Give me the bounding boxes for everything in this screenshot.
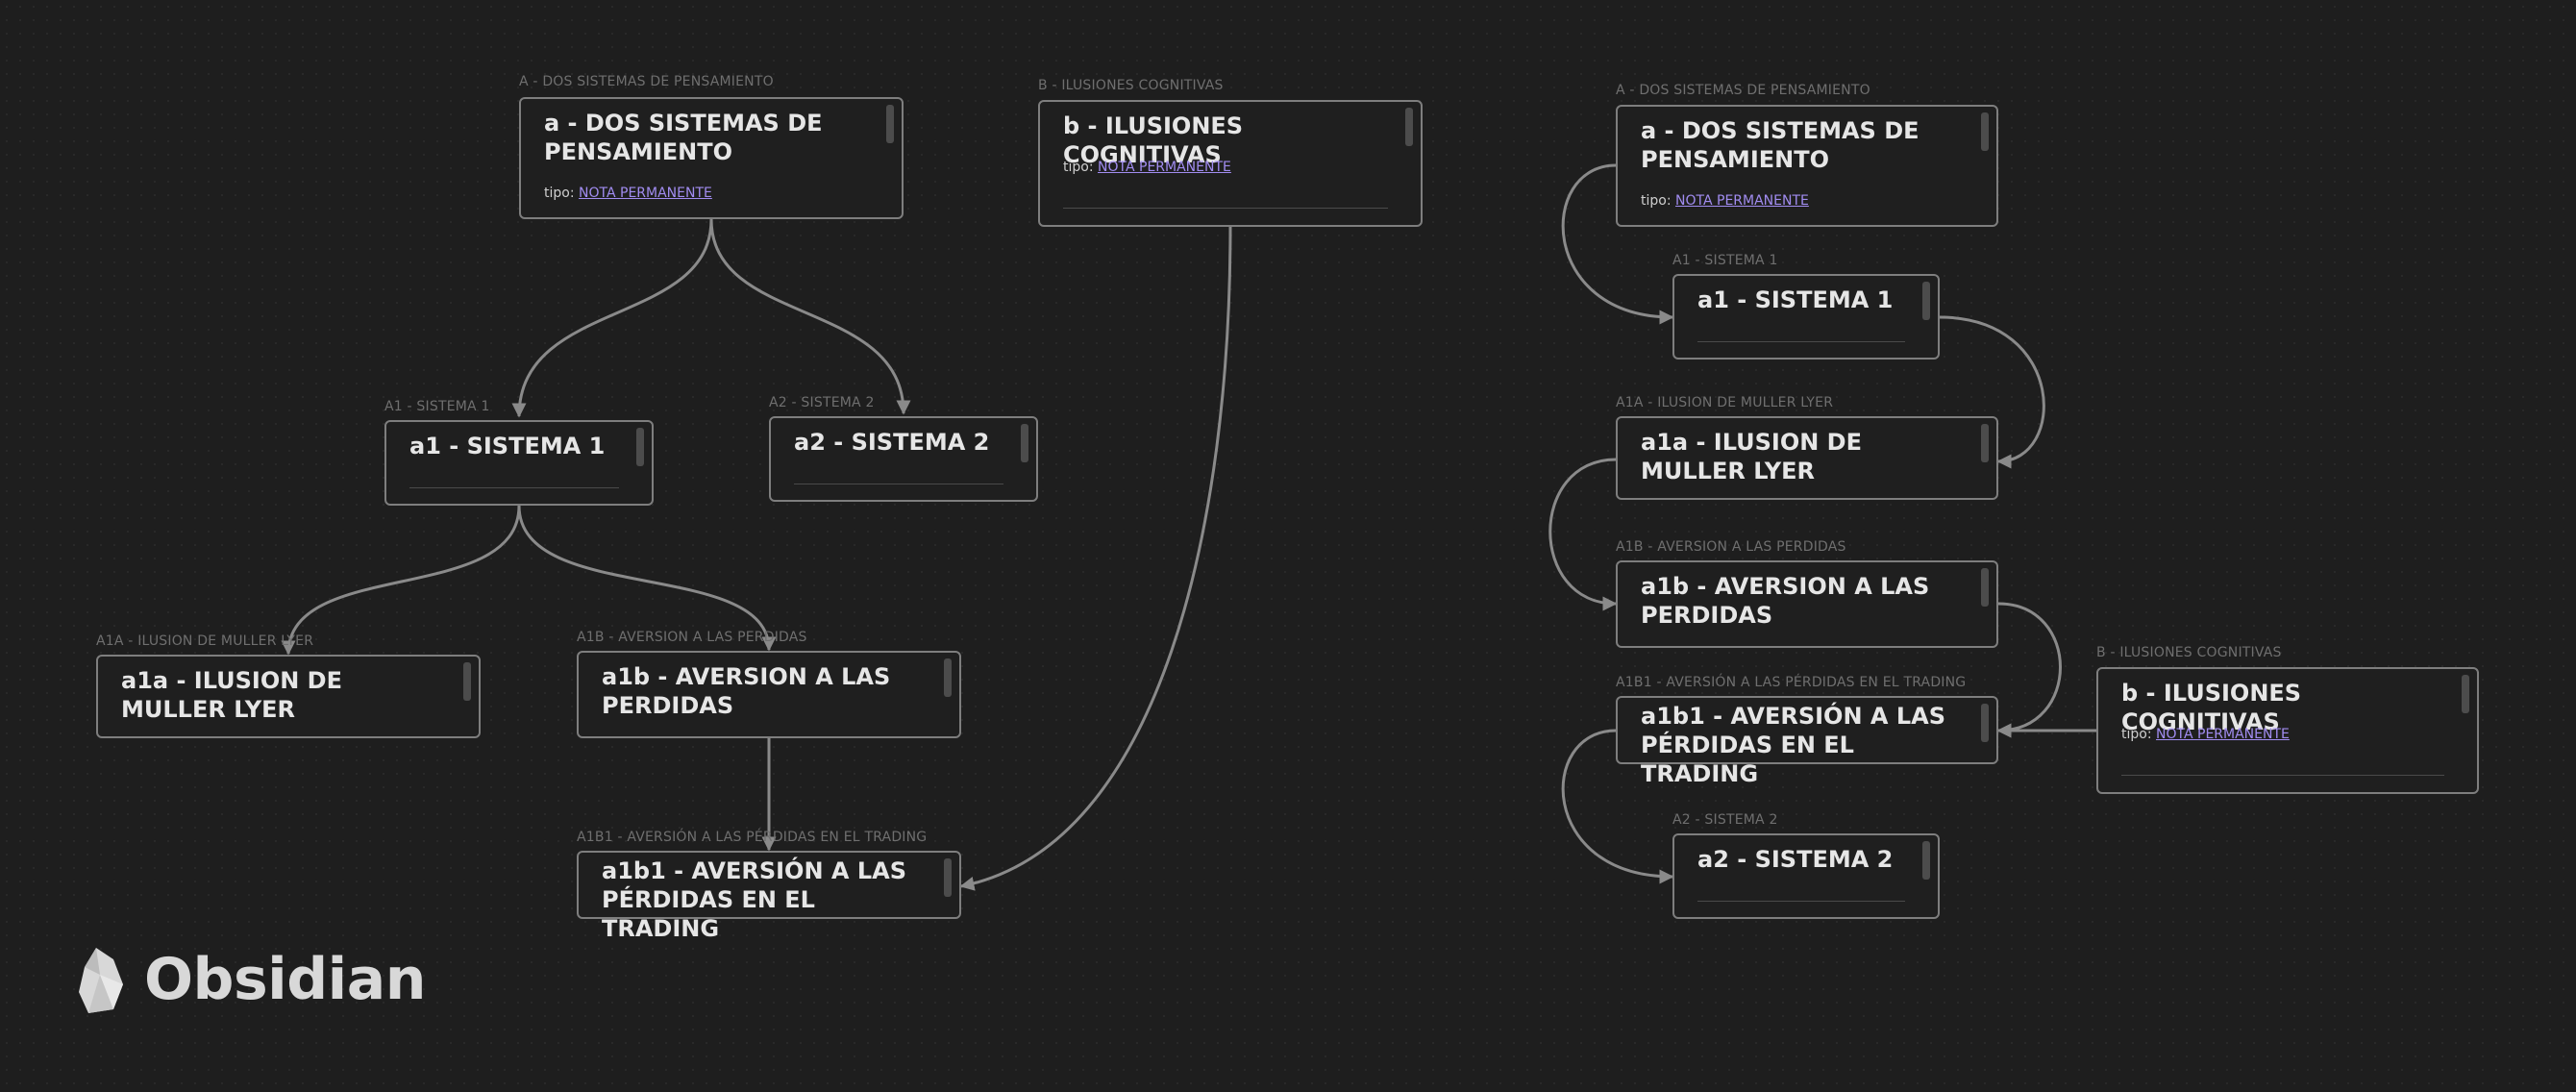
note-title: b - ILUSIONES COGNITIVAS: [2121, 680, 2302, 735]
node-header: a1b1 - AVERSIÓN A LAS PÉRDIDAS EN EL TRA…: [1616, 675, 1967, 690]
note-title: a1a - ILUSION DE MULLER LYER: [121, 667, 342, 723]
edge-a-to-a2[interactable]: [709, 218, 911, 415]
note-card-a1[interactable]: a1 - SISTEMA 1: [384, 420, 654, 506]
note-title: a1a - ILUSION DE MULLER LYER: [1641, 429, 1862, 484]
scrollbar[interactable]: [1922, 841, 1930, 880]
note-title: a1 - SISTEMA 1: [1697, 286, 1894, 313]
note-card-a1[interactable]: a1 - SISTEMA 1: [1672, 274, 1940, 360]
property-key: tipo:: [1641, 193, 1672, 209]
property-key: tipo:: [544, 186, 575, 201]
note-title: a2 - SISTEMA 2: [1697, 846, 1894, 873]
scrollbar[interactable]: [886, 105, 894, 143]
note-title: a2 - SISTEMA 2: [794, 429, 990, 456]
note-card-a1a[interactable]: a1a - ILUSION DE MULLER LYER: [1616, 416, 1998, 500]
scrollbar[interactable]: [1981, 112, 1989, 151]
edge-a1-to-a1a[interactable]: [281, 505, 521, 656]
note-card-a2[interactable]: a2 - SISTEMA 2: [769, 416, 1038, 502]
divider: [409, 487, 619, 488]
scrollbar[interactable]: [636, 428, 644, 466]
note-property: tipo: NOTA PERMANENTE: [1063, 160, 1231, 175]
scrollbar[interactable]: [1981, 568, 1989, 607]
scrollbar[interactable]: [1981, 424, 1989, 462]
note-property: tipo: NOTA PERMANENTE: [1641, 193, 1809, 209]
edge-b-to-a1b1[interactable]: [959, 226, 1232, 891]
divider: [2121, 775, 2444, 776]
node-header: a1b1 - AVERSIÓN A LAS PÉRDIDAS EN EL TRA…: [577, 830, 928, 845]
note-card-b[interactable]: b - ILUSIONES COGNITIVAS tipo: NOTA PERM…: [2096, 667, 2479, 794]
node-header: a - DOS SISTEMAS DE PENSAMIENTO: [519, 74, 774, 89]
edge-r-a1b1-to-a2[interactable]: [1561, 729, 1674, 884]
edge-r-a1-to-a1a[interactable]: [1939, 315, 2045, 469]
note-card-a1a[interactable]: a1a - ILUSION DE MULLER LYER: [96, 655, 481, 738]
note-title: a - DOS SISTEMAS DE PENSAMIENTO: [544, 110, 823, 165]
note-card-b[interactable]: b - ILUSIONES COGNITIVAS tipo: NOTA PERM…: [1038, 100, 1423, 227]
scrollbar[interactable]: [1405, 108, 1413, 146]
property-link[interactable]: NOTA PERMANENTE: [579, 186, 712, 201]
node-header: a1a - ILUSION DE MULLER LYER: [1616, 395, 1834, 410]
note-title: a1b - AVERSION A LAS PERDIDAS: [602, 663, 891, 719]
scrollbar[interactable]: [944, 658, 952, 697]
node-header: a1b - AVERSION A LAS PERDIDAS: [577, 630, 807, 645]
edge-r-a1b-to-a1b1[interactable]: [1996, 602, 2062, 738]
node-header: b - ILUSIONES COGNITIVAS: [1038, 78, 1224, 93]
scrollbar[interactable]: [1981, 704, 1989, 742]
edge-r-a1a-to-a1b[interactable]: [1548, 458, 1618, 611]
divider: [1697, 901, 1905, 902]
note-title: a1b1 - AVERSIÓN A LAS PÉRDIDAS EN EL TRA…: [1641, 703, 1945, 787]
obsidian-logo: Obsidian: [75, 946, 426, 1013]
note-title: b - ILUSIONES COGNITIVAS: [1063, 112, 1244, 168]
note-title: a1b1 - AVERSIÓN A LAS PÉRDIDAS EN EL TRA…: [602, 857, 906, 942]
property-link[interactable]: NOTA PERMANENTE: [1098, 160, 1231, 175]
property-link[interactable]: NOTA PERMANENTE: [2156, 727, 2290, 742]
note-title: a - DOS SISTEMAS DE PENSAMIENTO: [1641, 117, 1920, 173]
node-header: a2 - SISTEMA 2: [769, 395, 875, 410]
divider: [1697, 341, 1905, 342]
note-card-a2[interactable]: a2 - SISTEMA 2: [1672, 833, 1940, 919]
note-card-a1b1[interactable]: a1b1 - AVERSIÓN A LAS PÉRDIDAS EN EL TRA…: [577, 851, 961, 942]
node-header: b - ILUSIONES COGNITIVAS: [2096, 645, 2282, 660]
edge-a-to-a1[interactable]: [511, 218, 713, 418]
property-link[interactable]: NOTA PERMANENTE: [1675, 193, 1809, 209]
note-card-a1b1[interactable]: a1b1 - AVERSIÓN A LAS PÉRDIDAS EN EL TRA…: [1616, 696, 1998, 787]
note-title: a1b - AVERSION A LAS PERDIDAS: [1641, 573, 1930, 629]
node-header: a1b - AVERSION A LAS PERDIDAS: [1616, 539, 1846, 555]
node-header: a1 - SISTEMA 1: [1672, 253, 1778, 268]
node-header: a2 - SISTEMA 2: [1672, 812, 1778, 828]
note-card-a[interactable]: a - DOS SISTEMAS DE PENSAMIENTO tipo: NO…: [1616, 105, 1998, 227]
node-header: a1a - ILUSION DE MULLER LYER: [96, 633, 314, 649]
note-title: a1 - SISTEMA 1: [409, 433, 606, 459]
property-key: tipo:: [1063, 160, 1094, 175]
obsidian-logo-icon: [79, 948, 123, 1013]
scrollbar[interactable]: [2462, 675, 2469, 713]
note-card-a[interactable]: a - DOS SISTEMAS DE PENSAMIENTO tipo: NO…: [519, 97, 904, 219]
scrollbar[interactable]: [463, 662, 471, 701]
note-card-a1b[interactable]: a1b - AVERSION A LAS PERDIDAS: [1616, 560, 1998, 648]
edge-r-a-to-a1[interactable]: [1561, 163, 1674, 325]
scrollbar[interactable]: [944, 858, 952, 897]
node-header: a - DOS SISTEMAS DE PENSAMIENTO: [1616, 83, 1870, 98]
brand-name: Obsidian: [144, 946, 426, 1013]
note-card-a1b[interactable]: a1b - AVERSION A LAS PERDIDAS: [577, 651, 961, 738]
edge-a1-to-a1b[interactable]: [517, 505, 777, 652]
divider: [1063, 208, 1388, 209]
scrollbar[interactable]: [1021, 424, 1028, 462]
node-header: a1 - SISTEMA 1: [384, 399, 490, 414]
note-property: tipo: NOTA PERMANENTE: [544, 186, 712, 201]
note-property: tipo: NOTA PERMANENTE: [2121, 727, 2290, 742]
property-key: tipo:: [2121, 727, 2152, 742]
scrollbar[interactable]: [1922, 282, 1930, 320]
